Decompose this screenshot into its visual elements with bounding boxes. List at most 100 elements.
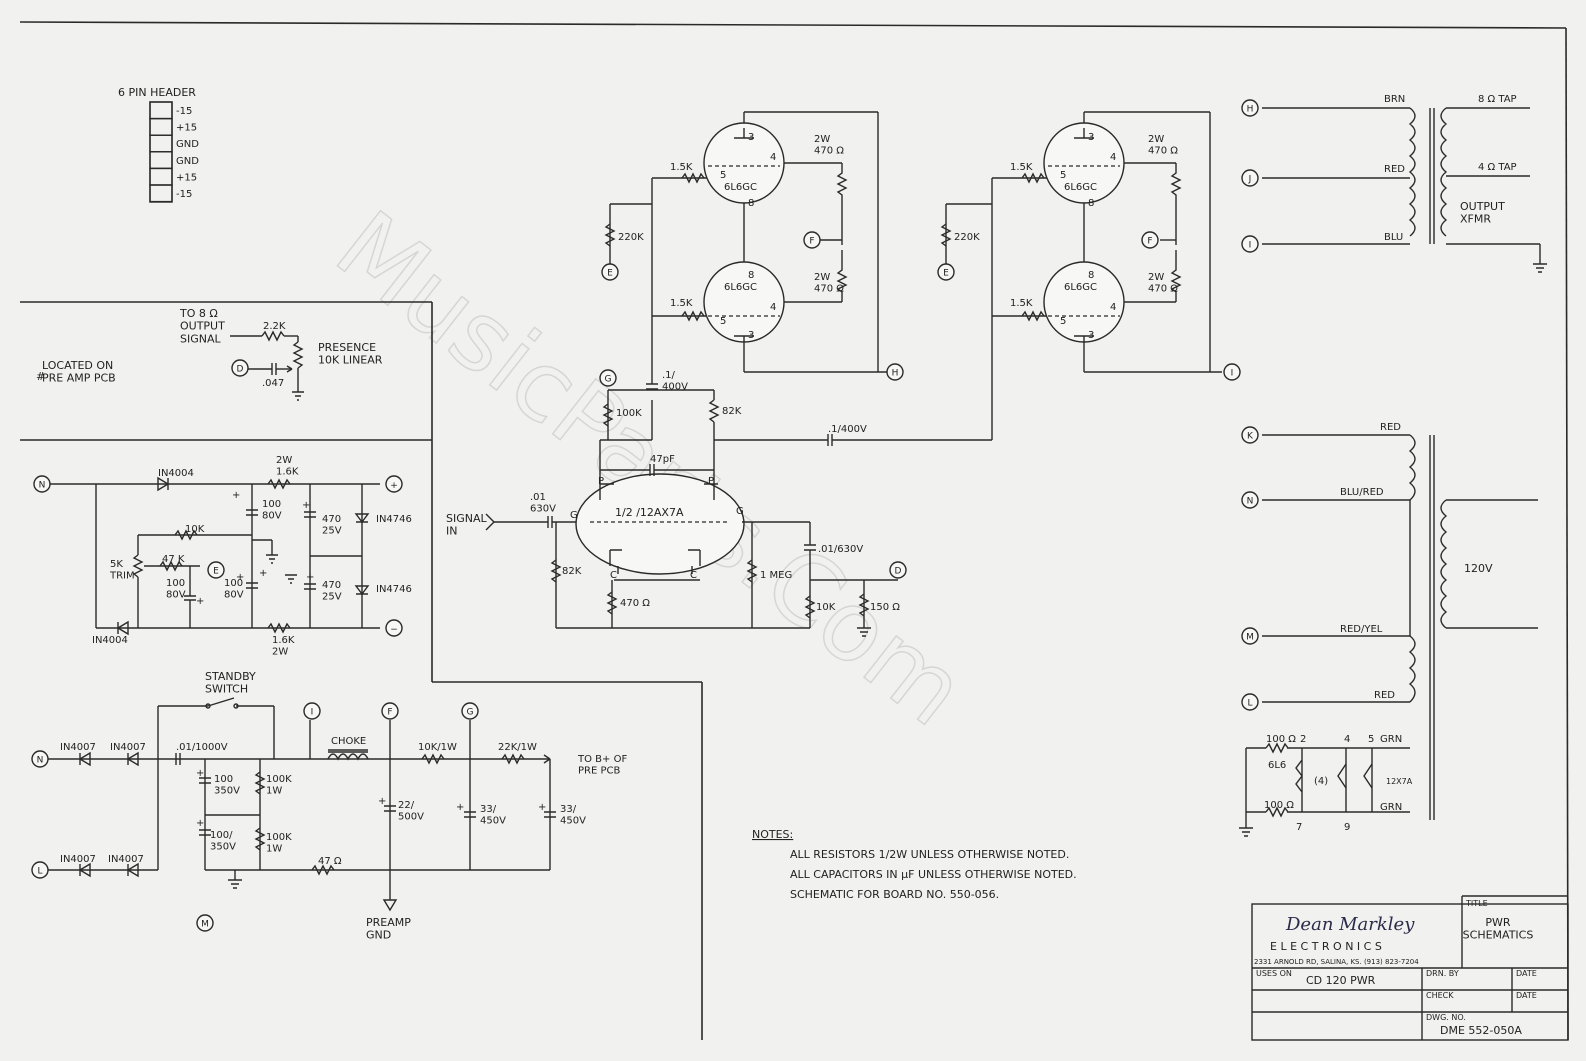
c47-label: 47pF bbox=[650, 454, 675, 465]
svg-text:5: 5 bbox=[1060, 316, 1066, 327]
high-voltage-supply: IN4007 IN4007 IN4007 IN4007 .01/1000V ST… bbox=[48, 670, 627, 942]
terminal-k: K bbox=[1241, 426, 1259, 444]
hv-r10k-label: 10K/1W bbox=[418, 742, 457, 753]
svg-text:I: I bbox=[1249, 241, 1252, 251]
oxfmr-tap-4: 4 Ω TAP bbox=[1478, 162, 1517, 173]
c-coup1-label: .1/400V bbox=[662, 370, 688, 393]
svg-text:F: F bbox=[809, 237, 814, 247]
svg-text:−: − bbox=[390, 625, 398, 635]
supply-positive-terminal: + bbox=[385, 475, 403, 493]
company-name: E L E C T R O N I C S bbox=[1270, 940, 1382, 953]
cout-label: .01/630V bbox=[818, 544, 863, 555]
terminal-i: I bbox=[303, 702, 321, 720]
presence-r1-label: 2.2K bbox=[263, 321, 286, 332]
svg-text:+: + bbox=[456, 802, 464, 813]
date-label-2: DATE bbox=[1516, 991, 1537, 1000]
svg-text:4: 4 bbox=[1110, 302, 1116, 313]
terminal-f: F bbox=[803, 231, 821, 249]
header-pin-box bbox=[149, 151, 173, 170]
svg-text:I: I bbox=[311, 708, 314, 718]
svg-text:4: 4 bbox=[1344, 734, 1350, 745]
header-pin-label: GND bbox=[176, 139, 199, 150]
svg-text:+: + bbox=[259, 568, 267, 579]
svg-text:GRN: GRN bbox=[1380, 802, 1402, 813]
svg-text:+: + bbox=[306, 572, 314, 583]
terminal-e: E bbox=[601, 263, 619, 281]
header-pin-box bbox=[149, 184, 173, 203]
terminal-m: M bbox=[196, 914, 214, 932]
svg-text:I: I bbox=[1231, 369, 1234, 379]
r-grid1-label: 1.5K bbox=[670, 162, 693, 173]
terminal-h: H bbox=[886, 363, 904, 381]
svg-text:5: 5 bbox=[720, 316, 726, 327]
heater-12x7-label: 12X7A bbox=[1386, 777, 1413, 786]
supply-r10k-label: 10K bbox=[185, 524, 205, 535]
r-grid3-label: 1.5K bbox=[1010, 162, 1033, 173]
supply-d2-label: IN4004 bbox=[92, 635, 128, 646]
svg-text:L: L bbox=[1247, 699, 1252, 709]
svg-text:E: E bbox=[213, 567, 219, 577]
svg-text:J: J bbox=[1248, 175, 1252, 185]
title-label: TITLE bbox=[1465, 899, 1488, 908]
header-pin-label: -15 bbox=[176, 189, 192, 200]
terminal-l: L bbox=[31, 861, 49, 879]
preamp-tube-label: 1/2 /12AX7A bbox=[615, 506, 684, 519]
heater-r2-label: 100 Ω bbox=[1264, 800, 1294, 811]
company-signature: Dean Markley bbox=[1285, 914, 1415, 935]
hv-c2-label: 100/350V bbox=[210, 830, 236, 853]
hv-d3-label: IN4007 bbox=[60, 854, 96, 865]
svg-text:+: + bbox=[196, 596, 204, 607]
svg-text:H: H bbox=[1247, 105, 1254, 115]
notes-line-2: ALL CAPACITORS IN µF UNLESS OTHERWISE NO… bbox=[790, 868, 1077, 881]
pxfmr-primary-label: 120V bbox=[1464, 562, 1493, 575]
hv-r22k-label: 22K/1W bbox=[498, 742, 537, 753]
oxfmr-wire-brn: BRN bbox=[1384, 94, 1405, 105]
uses-on-label: USES ON bbox=[1256, 969, 1292, 978]
header-pin-label: GND bbox=[176, 156, 199, 167]
r-bias2-label: 220K bbox=[954, 232, 980, 243]
svg-text:3: 3 bbox=[748, 132, 754, 143]
r-grid4-label: 1.5K bbox=[1010, 298, 1033, 309]
svg-text:5: 5 bbox=[1060, 170, 1066, 181]
terminal-i: I bbox=[1223, 363, 1241, 381]
svg-text:2: 2 bbox=[1300, 734, 1306, 745]
terminal-f: F bbox=[381, 702, 399, 720]
svg-text:8: 8 bbox=[1088, 270, 1094, 281]
svg-text:D: D bbox=[237, 365, 244, 375]
dwg-no-value: DME 552-050A bbox=[1440, 1024, 1522, 1037]
svg-text:D: D bbox=[895, 567, 902, 577]
svg-text:+: + bbox=[538, 802, 546, 813]
svg-text:4: 4 bbox=[770, 152, 776, 163]
dwg-no-label: DWG. NO. bbox=[1426, 1013, 1466, 1022]
r150-label: 150 Ω bbox=[870, 602, 900, 613]
terminal-h: H bbox=[1241, 99, 1259, 117]
notes-heading: NOTES: bbox=[752, 828, 793, 841]
svg-text:+: + bbox=[196, 818, 204, 829]
check-label: CHECK bbox=[1426, 991, 1454, 1000]
svg-text:C: C bbox=[690, 570, 697, 581]
tube4-label: 6L6GC bbox=[1064, 282, 1097, 293]
terminal-n: N bbox=[1241, 491, 1259, 509]
pxfmr-wire-red2: RED bbox=[1374, 690, 1395, 701]
r82-plate-label: 82K bbox=[722, 406, 742, 417]
terminal-e: E bbox=[207, 561, 225, 579]
sheet-frame bbox=[19, 21, 1569, 1041]
uses-on-value: CD 120 PWR bbox=[1306, 974, 1376, 987]
svg-text:G: G bbox=[736, 506, 744, 517]
presence-cap-label: .047 bbox=[262, 378, 284, 389]
tube1-label: 6L6GC bbox=[724, 182, 757, 193]
